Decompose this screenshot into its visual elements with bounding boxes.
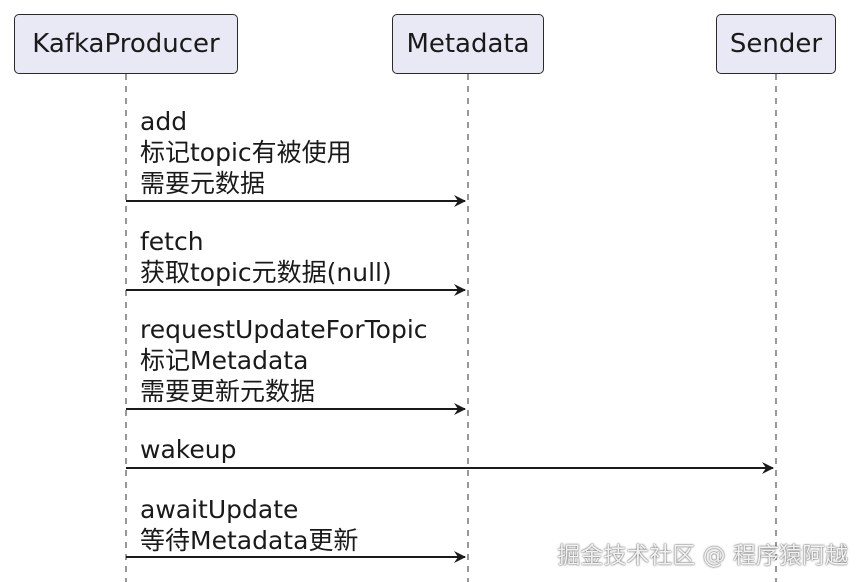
message-label-wakeup: wakeup xyxy=(140,434,236,465)
message-line: 需要元数据 xyxy=(140,169,266,198)
participant-label: Metadata xyxy=(406,29,530,59)
message-label-add: add 标记topic有被使用 需要元数据 xyxy=(140,106,352,199)
watermark: 掘金技术社区 @ 程序猿阿越 xyxy=(557,543,848,569)
participant-label: Sender xyxy=(729,29,823,59)
message-label-fetch: fetch 获取topic元数据(null) xyxy=(140,226,392,288)
message-label-request-update: requestUpdateForTopic 标记Metadata 需要更新元数据 xyxy=(140,314,428,407)
message-line: requestUpdateForTopic xyxy=(140,315,428,344)
participant-kafkaproducer: KafkaProducer xyxy=(14,14,238,74)
message-line: add xyxy=(140,107,188,136)
message-line: wakeup xyxy=(140,435,237,464)
participant-sender: Sender xyxy=(716,14,836,74)
message-line: awaitUpdate xyxy=(140,495,299,524)
message-line: 标记topic有被使用 xyxy=(140,138,352,167)
participant-metadata: Metadata xyxy=(392,14,544,74)
message-line: 获取topic元数据(null) xyxy=(140,258,392,287)
message-line: 标记Metadata xyxy=(140,346,309,375)
message-line: 需要更新元数据 xyxy=(140,377,316,406)
participant-label: KafkaProducer xyxy=(32,29,220,59)
message-line: 等待Metadata更新 xyxy=(140,526,359,555)
message-line: fetch xyxy=(140,227,204,256)
message-label-await-update: awaitUpdate 等待Metadata更新 xyxy=(140,494,358,556)
